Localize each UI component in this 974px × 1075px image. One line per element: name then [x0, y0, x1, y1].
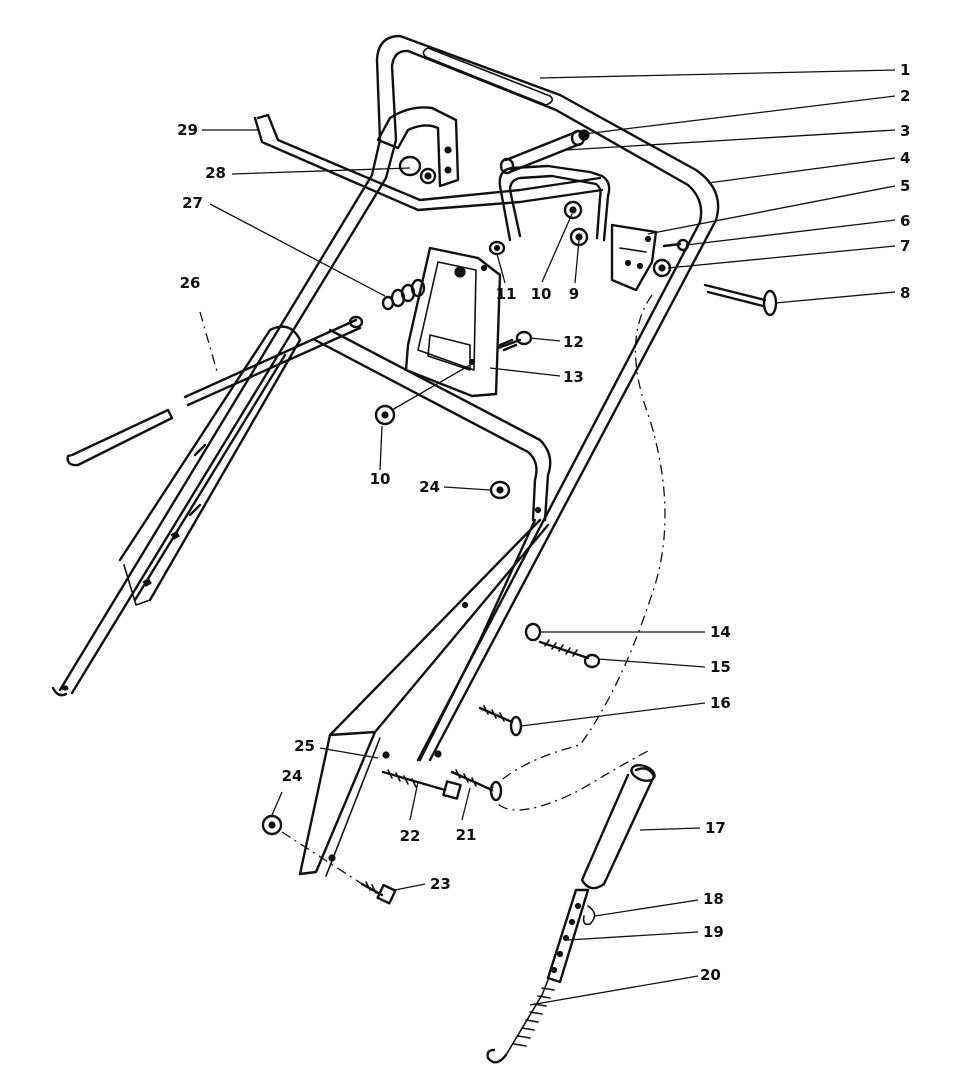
callout-25: 25: [294, 737, 315, 755]
callout-7: 7: [900, 237, 911, 255]
callout-27: 27: [182, 194, 203, 212]
upper-bracket: [376, 106, 460, 188]
callout-23: 23: [430, 875, 451, 893]
callout-15: 15: [710, 658, 731, 676]
callout-24b: 24: [281, 767, 303, 785]
callout-19: 19: [703, 923, 724, 941]
callout-22: 22: [399, 827, 421, 845]
callout-24a: 24: [419, 478, 440, 496]
lower-hardware: [360, 622, 601, 905]
callout-14: 14: [710, 623, 731, 641]
leader-lines: [199, 69, 896, 1006]
callout-11: 11: [495, 285, 517, 303]
callout-29: 29: [177, 121, 198, 139]
control-cable: [489, 294, 666, 811]
callout-18: 18: [703, 890, 724, 908]
right-hardware: [563, 200, 778, 317]
callout-9: 9: [568, 285, 580, 303]
callout-5: 5: [900, 177, 911, 195]
control-bail: [488, 129, 611, 256]
callout-20: 20: [700, 966, 721, 984]
shift-rod: [253, 113, 604, 212]
callout-26: 26: [179, 274, 201, 292]
callout-17: 17: [705, 819, 726, 837]
callout-8: 8: [900, 284, 911, 302]
callout-6: 6: [900, 212, 911, 230]
callout-13: 13: [563, 368, 584, 386]
throttle-rod: [66, 315, 364, 467]
callout-1: 1: [900, 61, 911, 79]
callout-28: 28: [205, 164, 226, 182]
callout-12: 12: [563, 333, 584, 351]
callout-16: 16: [710, 694, 731, 712]
callout-4: 4: [900, 149, 911, 167]
tension-grip-assembly: [486, 764, 656, 1064]
control-panel-bracket: [404, 246, 502, 398]
callout-10b: 10: [369, 470, 391, 488]
upper-handle: [51, 34, 720, 877]
callout-10a: 10: [530, 285, 552, 303]
callout-21: 21: [455, 826, 477, 844]
spring-assembly: [381, 278, 426, 311]
callout-2: 2: [900, 87, 911, 105]
callout-3: 3: [900, 122, 911, 140]
mid-hardware: [261, 330, 533, 836]
